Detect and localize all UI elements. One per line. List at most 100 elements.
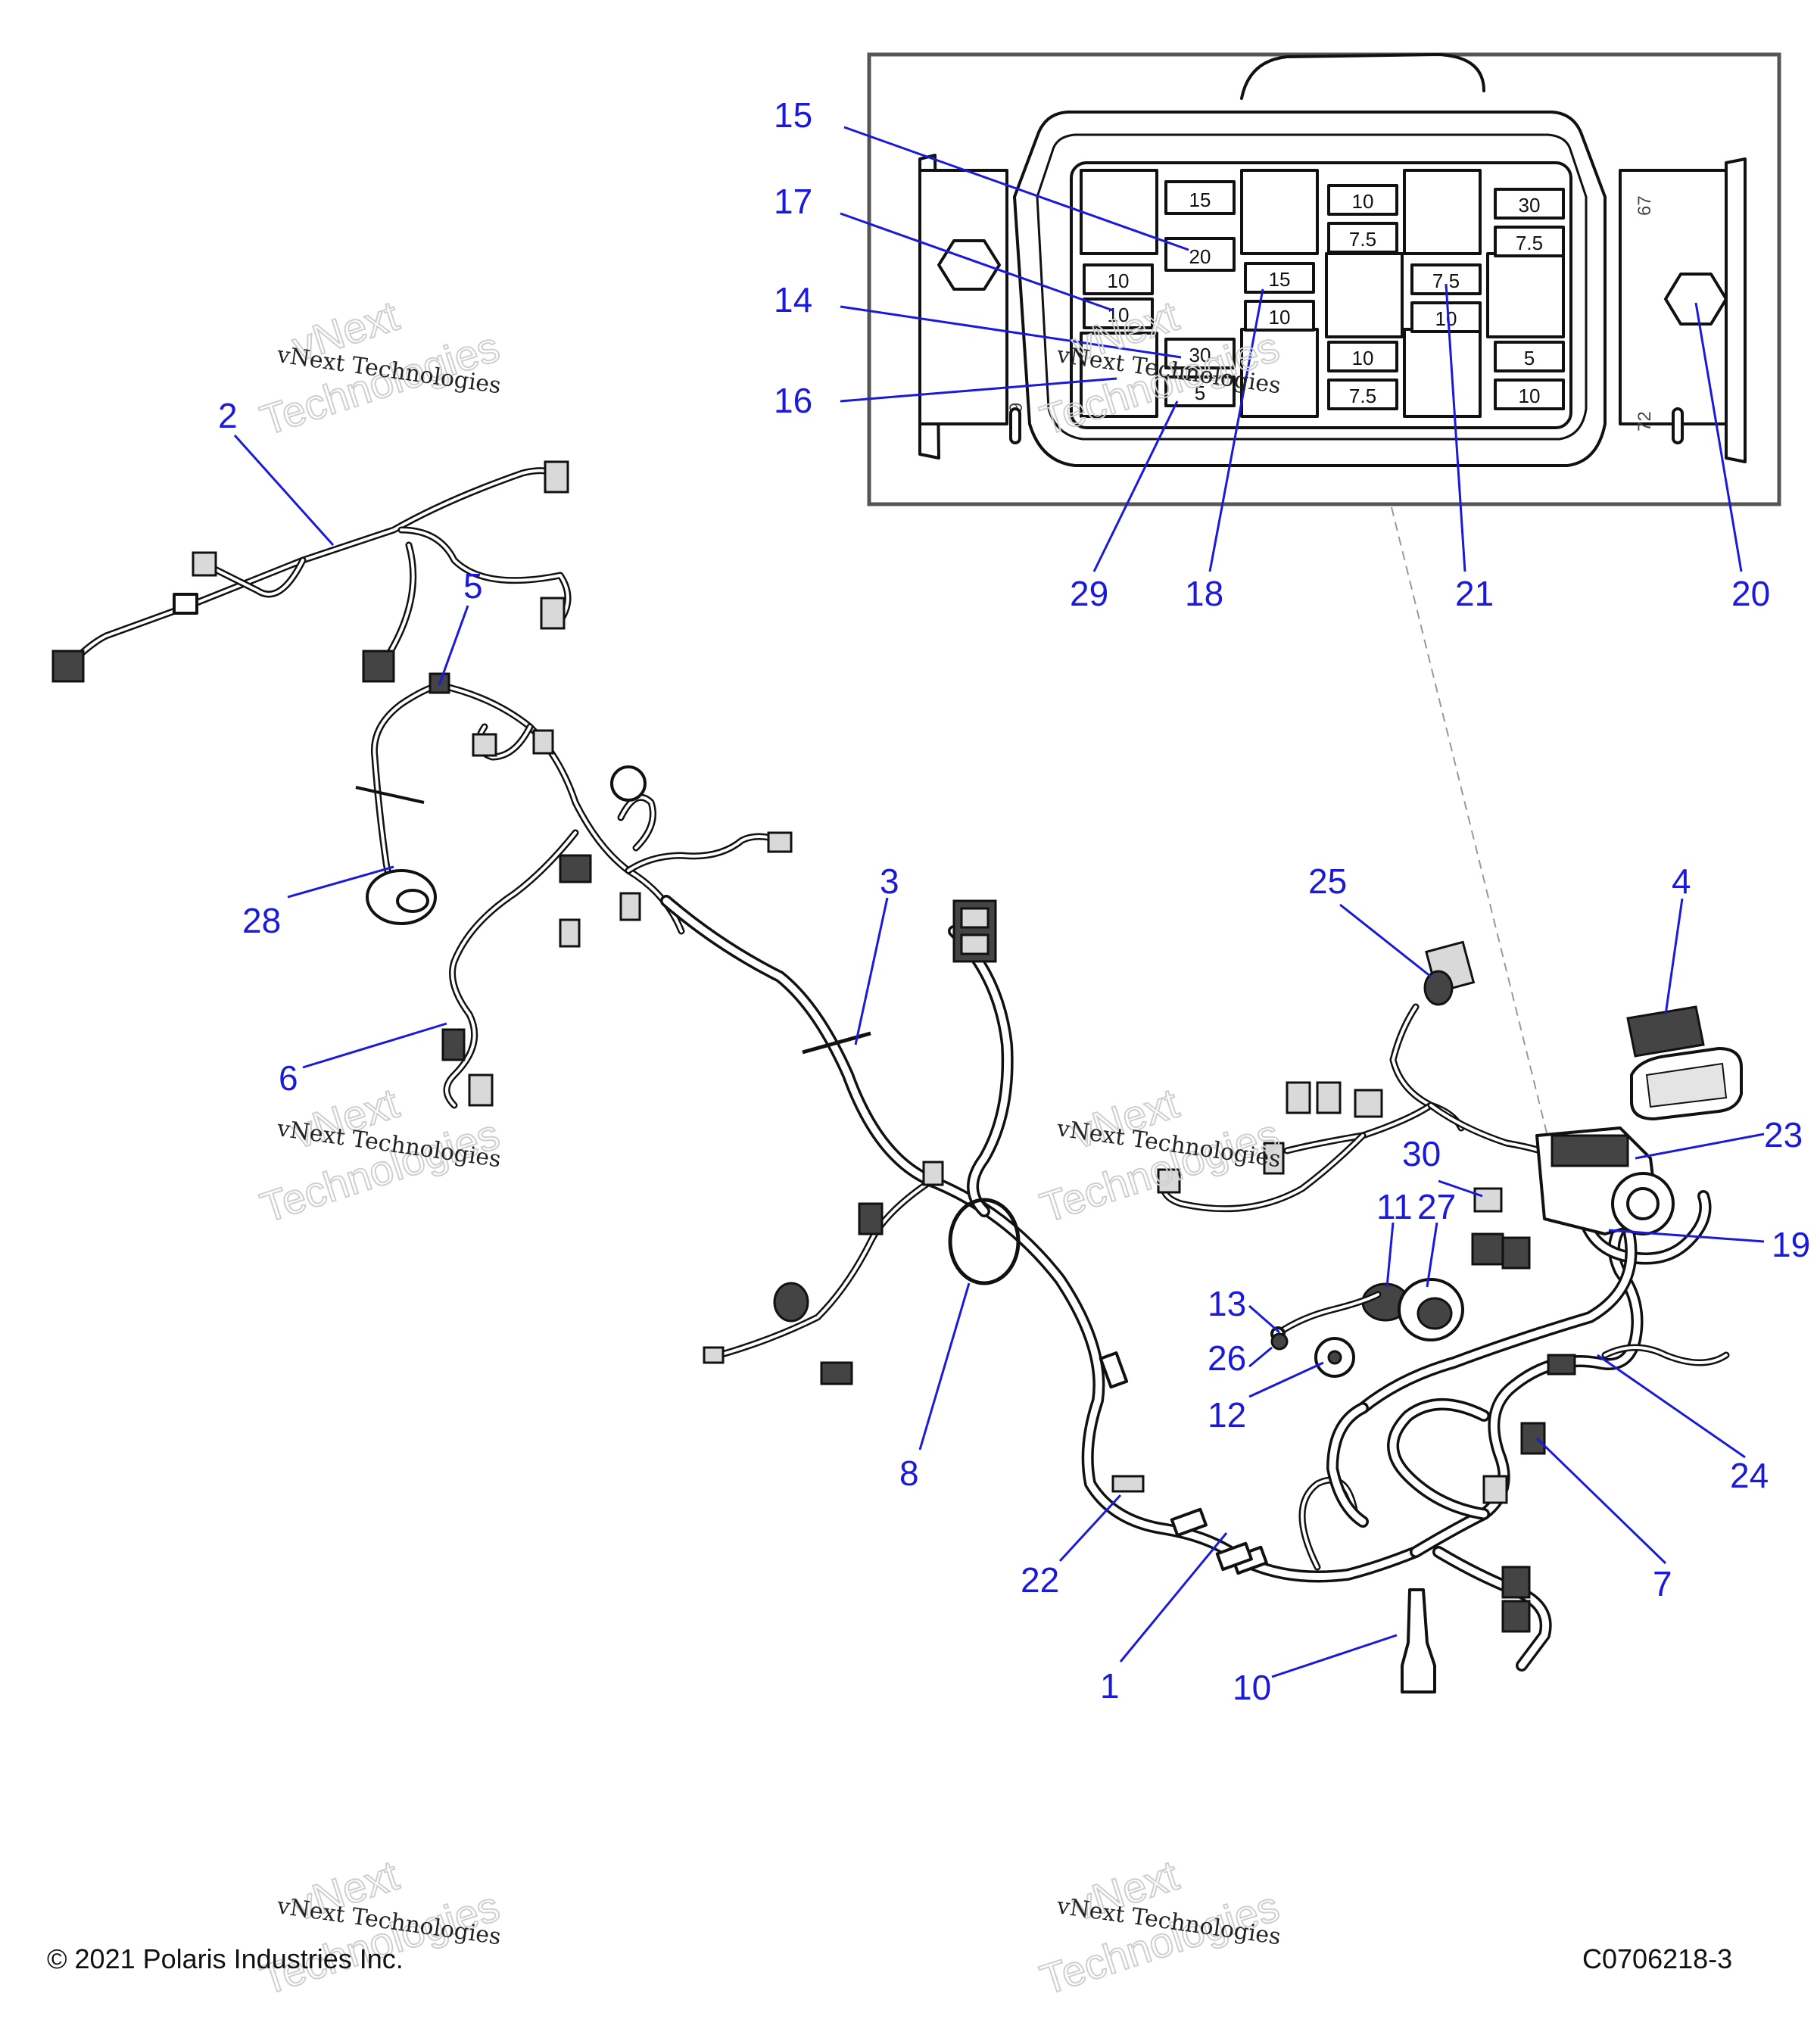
connector-30 — [1473, 1187, 1503, 1213]
callout-21: 21 — [1455, 574, 1494, 613]
fuse-30-b: 30 — [1494, 188, 1565, 220]
relay-6 — [1403, 169, 1482, 255]
right-bolt-20 — [1664, 273, 1728, 326]
connector-front-c — [610, 765, 647, 802]
leader-22 — [1058, 1494, 1122, 1563]
connector-right-i — [1482, 1475, 1508, 1504]
fuse-30-b-label: 30 — [1519, 194, 1541, 217]
left-bolt — [937, 239, 1001, 291]
leader-3 — [854, 897, 889, 1045]
callout-19: 19 — [1772, 1225, 1810, 1264]
callout-29: 29 — [1070, 574, 1108, 613]
fuse-5-a-label: 5 — [1195, 382, 1205, 404]
fuse-5-b: 5 — [1494, 341, 1565, 372]
fuse-10-c-label: 10 — [1269, 306, 1291, 329]
leader-17 — [840, 212, 1114, 312]
fuse-7.5-a: 7.5 — [1327, 222, 1398, 254]
callout-4: 4 — [1672, 862, 1691, 901]
diagram-code: C0706218-3 — [1582, 1943, 1732, 1974]
sleeve-2 — [173, 593, 198, 615]
connector-2b — [192, 551, 217, 577]
connector-front-f — [619, 892, 641, 921]
boot-10 — [1401, 1588, 1436, 1693]
callout-1: 1 — [1100, 1666, 1120, 1706]
fuse-20: 20 — [1164, 237, 1236, 272]
connector-front-a — [472, 733, 497, 757]
clip-d — [1215, 1541, 1253, 1572]
fuse-10-d-label: 10 — [1352, 190, 1374, 213]
leader-1 — [1119, 1532, 1228, 1662]
relay-1 — [1080, 169, 1158, 255]
loop-8 — [948, 1198, 1021, 1285]
callout-23: 23 — [1764, 1115, 1803, 1154]
fuse-30-a-label: 30 — [1189, 344, 1211, 366]
leader-15 — [843, 126, 1189, 251]
relay-5 — [1325, 252, 1404, 338]
leader-23 — [1635, 1133, 1765, 1160]
fuse-10-d: 10 — [1327, 184, 1398, 216]
fuse-10-a: 10 — [1083, 263, 1154, 295]
connector-2a — [51, 650, 85, 683]
leader-8 — [918, 1282, 971, 1450]
leader-21 — [1445, 283, 1466, 572]
ecu-connector — [952, 899, 997, 963]
callout-26: 26 — [1208, 1338, 1246, 1378]
cable-tie-loop — [355, 786, 425, 804]
connector-2e — [540, 597, 566, 630]
fuse-10-a-label: 10 — [1108, 270, 1130, 292]
callouts: 15 17 14 16 29 18 21 20 2 5 3 28 6 8 22 … — [218, 95, 1810, 1707]
clip-a — [1099, 1351, 1129, 1389]
connector-right-a — [1286, 1081, 1311, 1114]
leader-26 — [1248, 1346, 1273, 1368]
callout-27: 27 — [1417, 1187, 1456, 1226]
box-side-67: 67 — [1635, 195, 1655, 216]
leader-16 — [840, 377, 1117, 403]
connector-right-b — [1316, 1081, 1342, 1114]
copyright-text: © 2021 Polaris Industries Inc. — [47, 1943, 404, 1974]
fuse-5-b-label: 5 — [1524, 347, 1535, 369]
fuse-10-e: 10 — [1327, 341, 1398, 372]
box-side-72: 72 — [1635, 411, 1655, 432]
connector-right-h — [1501, 1566, 1531, 1633]
fuse-15-label: 15 — [1189, 189, 1211, 211]
relay-3 — [1240, 169, 1319, 255]
fuse-7.5-c-label: 7.5 — [1516, 232, 1543, 254]
leader-30 — [1438, 1179, 1483, 1198]
connector-right-c — [1354, 1089, 1383, 1118]
connector-right-e — [1157, 1168, 1181, 1194]
fuse-box-assembly — [1535, 1126, 1675, 1235]
connector-front-h — [441, 1028, 466, 1061]
leader-6 — [302, 1022, 447, 1069]
relay-2 — [1080, 332, 1158, 418]
callout-14: 14 — [774, 280, 812, 319]
fuse-10-f: 10 — [1410, 301, 1482, 333]
callout-15: 15 — [774, 95, 812, 135]
callout-20: 20 — [1731, 574, 1770, 613]
connector-2d — [544, 460, 569, 494]
callout-3: 3 — [880, 862, 899, 901]
callout-25: 25 — [1308, 862, 1347, 901]
callout-22: 22 — [1021, 1560, 1059, 1600]
leader-11 — [1385, 1222, 1395, 1288]
right-harness — [1157, 940, 1743, 1693]
connector-front-b — [532, 729, 554, 755]
callout-18: 18 — [1185, 574, 1223, 613]
callout-11: 11 — [1376, 1187, 1413, 1226]
leader-2 — [233, 434, 335, 547]
leader-24 — [1597, 1354, 1746, 1459]
label-4 — [1626, 1005, 1705, 1058]
fuse-10-g: 10 — [1494, 379, 1565, 410]
fuse-box-cable — [1240, 53, 1485, 100]
leader-19 — [1608, 1229, 1765, 1243]
grommet-12 — [1314, 1337, 1355, 1378]
sleeve-22 — [1111, 1475, 1145, 1493]
slot-right — [1672, 407, 1684, 444]
leader-7 — [1535, 1437, 1667, 1565]
clip-b — [1170, 1507, 1208, 1538]
leader-4 — [1664, 898, 1684, 1015]
leader-lines — [233, 126, 1765, 1678]
fuse-15-b: 15 — [1244, 262, 1315, 294]
leader-13 — [1248, 1304, 1280, 1334]
connector-front-e — [559, 918, 581, 948]
